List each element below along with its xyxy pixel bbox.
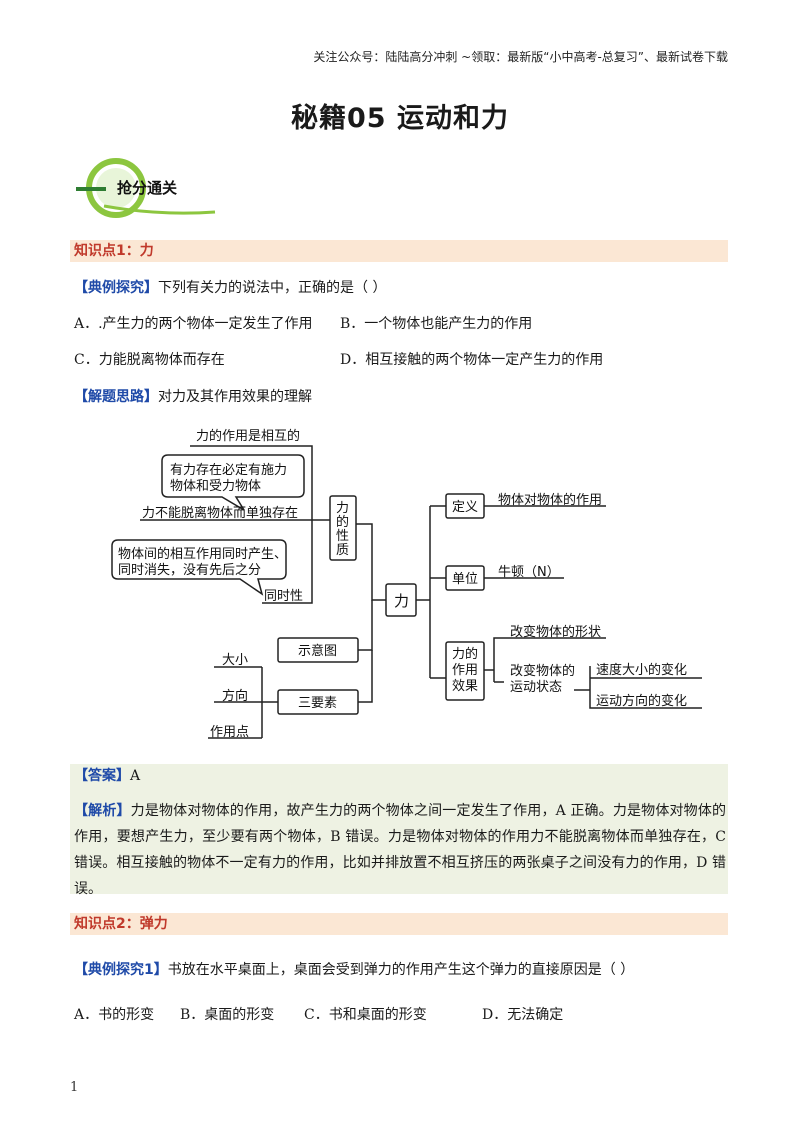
- bubble2-line1: 物体间的相互作用同时产生、: [118, 546, 287, 562]
- effect-char-3: 效果: [452, 679, 478, 694]
- schematic-label: 示意图: [298, 643, 337, 659]
- thinking-line: 【解题思路】对力及其作用效果的理解: [74, 387, 312, 407]
- option-b: B．一个物体也能产生力的作用: [340, 316, 533, 332]
- magnitude-label: 大小: [222, 653, 248, 668]
- answer-line: 【答案】A: [74, 766, 140, 786]
- example-tag: 【典例探究】: [74, 280, 158, 296]
- point-label: 作用点: [210, 725, 249, 740]
- thinking-tag: 【解题思路】: [74, 389, 158, 405]
- option-c: C．力能脱离物体而存在: [74, 352, 225, 368]
- badge-label: 抢分通关: [117, 179, 178, 197]
- nature-box: [329, 495, 357, 561]
- definition-text: 物体对物体的作用: [498, 492, 602, 508]
- speed-change-label: 速度大小的变化: [596, 662, 687, 678]
- example-question: 【典例探究】下列有关力的说法中，正确的是（ ）: [74, 278, 386, 298]
- analysis-paragraph: 【解析】力是物体对物体的作用，故产生力的两个物体之间一定发生了作用，A 正确。力…: [74, 798, 726, 902]
- connector-three: [358, 650, 373, 703]
- connector-right: [416, 505, 446, 679]
- bubble2-line2: 同时消失，没有先后之分: [118, 563, 261, 578]
- direction-label: 方向: [222, 688, 248, 704]
- option2-c: C．书和桌面的形变: [304, 1007, 427, 1023]
- connector-elements: [208, 666, 278, 739]
- page-number: 1: [70, 1080, 79, 1095]
- answer-panel: [70, 764, 728, 894]
- connector-nature-center: [356, 523, 386, 601]
- question-text: 下列有关力的说法中，正确的是（ ）: [158, 280, 387, 296]
- connector-nature-group: [311, 498, 330, 546]
- answer-value: A: [130, 768, 141, 784]
- section-badge-graphic: [76, 158, 216, 218]
- nature-char-3: 性: [336, 529, 349, 544]
- three-elements-label: 三要素: [298, 696, 337, 711]
- document-title: 秘籍05 运动和力: [291, 103, 509, 134]
- bubble1-line1: 有力存在必定有施力: [170, 463, 287, 478]
- center-label: 力: [394, 592, 409, 610]
- motion-change-line2: 运动状态: [510, 680, 562, 695]
- option2-a: A．书的形变: [74, 1007, 155, 1023]
- connector-simultaneity: [262, 546, 313, 604]
- mutual-label: 力的作用是相互的: [196, 428, 300, 444]
- motion-change-line1: 改变物体的: [510, 663, 575, 679]
- thinking-text: 对力及其作用效果的理解: [158, 389, 312, 405]
- connector-mutual: [190, 445, 313, 498]
- effect-char-2: 作用: [452, 663, 478, 678]
- option-a: A．.产生力的两个物体一定发生了作用: [74, 316, 313, 332]
- bubble1-shape: [161, 454, 305, 511]
- not-detach-label: 力不能脱离物体而单独存在: [142, 505, 298, 521]
- analysis-text: 力是物体对物体的作用，故产生力的两个物体之间一定发生了作用，A 正确。力是物体对…: [74, 803, 727, 897]
- connector-effect: [484, 637, 606, 682]
- simultaneity-label: 同时性: [264, 589, 303, 604]
- connector-motion: [494, 666, 702, 709]
- example2-tag: 【典例探究1】: [74, 962, 168, 978]
- nature-char-1: 力: [336, 501, 349, 516]
- question2-text: 书放在水平桌面上，桌面会受到弹力的作用产生这个弹力的直接原因是（ ）: [167, 962, 635, 978]
- header-note: 关注公众号：陆陆高分冲刺 ~领取：最新版“小中高考-总复习”、最新试卷下载: [313, 50, 728, 64]
- example2-question: 【典例探究1】书放在水平桌面上，桌面会受到弹力的作用产生这个弹力的直接原因是（ …: [74, 960, 634, 980]
- option2-d: D．无法确定: [482, 1007, 564, 1023]
- force-mind-map: 力的作用是相互的 有力存在必定有施力 物体和受力物体 力不能脱离物体而单独存在 …: [111, 428, 702, 740]
- bubble2-shape: [111, 539, 287, 596]
- nature-char-2: 的: [336, 514, 349, 530]
- schematic-box: [277, 637, 359, 663]
- connector-schematic: [358, 600, 373, 651]
- analysis-tag: 【解析】: [74, 803, 131, 819]
- nature-char-4: 质: [336, 543, 349, 558]
- option2-b: B．桌面的形变: [180, 1007, 275, 1023]
- direction-change-label: 运动方向的变化: [596, 693, 687, 709]
- unit-label: 单位: [452, 572, 478, 587]
- answer-tag: 【答案】: [74, 768, 130, 784]
- section-heading-force: 知识点1：力: [70, 240, 728, 262]
- bubble1-line2: 物体和受力物体: [170, 479, 261, 494]
- effect-char-1: 力的: [452, 646, 478, 662]
- unit-text: 牛顿（N）: [498, 565, 560, 580]
- definition-label: 定义: [452, 500, 478, 515]
- option-d: D．相互接触的两个物体一定产生力的作用: [340, 352, 604, 368]
- shape-change-label: 改变物体的形状: [510, 624, 601, 640]
- section-heading-elastic: 知识点2：弹力: [70, 913, 728, 935]
- effect-box: [445, 641, 485, 701]
